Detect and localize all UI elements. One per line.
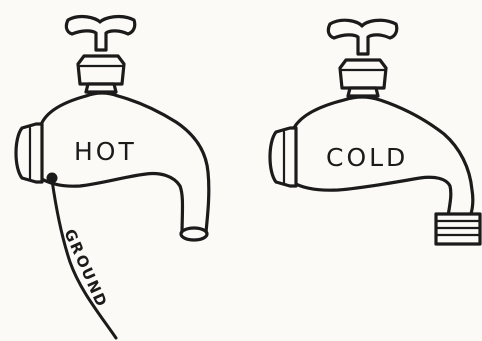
- ground-label: G R O U N D: [60, 226, 110, 309]
- hot-faucet-bonnet: [78, 56, 124, 84]
- cold-faucet-handle: [328, 20, 396, 54]
- ground-wire: G R O U N D: [47, 173, 117, 339]
- hot-faucet-handle: [66, 16, 134, 50]
- cold-faucet-neck: [348, 88, 378, 96]
- hot-faucet-neck: [86, 84, 116, 92]
- cold-label: COLD: [326, 143, 408, 172]
- hot-faucet: HOT: [16, 16, 209, 240]
- hot-faucet-outlet: [181, 228, 207, 240]
- hot-label: HOT: [74, 137, 137, 166]
- cold-faucet: COLD: [270, 20, 480, 244]
- cold-faucet-bonnet: [340, 60, 386, 88]
- cold-faucet-threaded-outlet: [436, 214, 480, 244]
